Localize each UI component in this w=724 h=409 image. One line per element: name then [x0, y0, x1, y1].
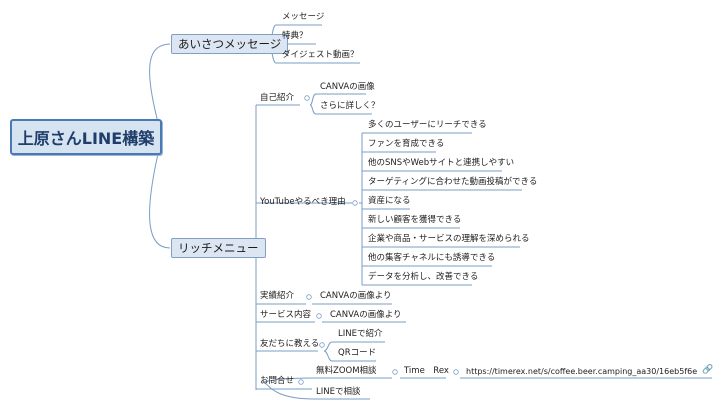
contact-zoom[interactable]: 無料ZOOM相談: [316, 366, 377, 376]
youtube-reason[interactable]: 多くのユーザーにリーチできる: [368, 120, 487, 130]
youtube-reason[interactable]: 企業や商品・サービスの理解を深められる: [368, 234, 530, 244]
greeting-child-message[interactable]: メッセージ: [282, 12, 325, 22]
greeting-topic[interactable]: あいさつメッセージ: [171, 34, 289, 54]
youtube-topic[interactable]: YouTubeやるべき理由: [260, 197, 346, 207]
youtube-reason[interactable]: 他のSNSやWebサイトと連携しやすい: [368, 158, 515, 168]
contact-timerex[interactable]: Time Rex: [404, 366, 449, 376]
friends-child-qr[interactable]: QRコード: [338, 348, 377, 358]
friends-topic[interactable]: 友だちに教える: [260, 339, 320, 349]
friends-child-line[interactable]: LINEで紹介: [338, 329, 383, 339]
contact-line[interactable]: LINEで相談: [316, 387, 361, 397]
intro-topic[interactable]: 自己紹介: [260, 93, 295, 103]
greeting-child-digest-video[interactable]: ダイジェスト動画？: [282, 50, 359, 60]
youtube-reason[interactable]: 新しい顧客を獲得できる: [368, 215, 462, 225]
hyperlink-icon[interactable]: 🔗: [702, 365, 714, 375]
youtube-reason[interactable]: ファンを育成できる: [368, 139, 445, 149]
youtube-reason[interactable]: データを分析し、改善できる: [368, 272, 479, 282]
root-topic[interactable]: 上原さんLINE構築: [10, 119, 162, 155]
results-child-canva[interactable]: CANVAの画像より: [320, 291, 392, 301]
services-topic[interactable]: サービス内容: [260, 310, 312, 320]
results-topic[interactable]: 実績紹介: [260, 291, 295, 301]
rich-menu-topic[interactable]: リッチメニュー: [171, 238, 266, 258]
contact-topic[interactable]: お問合せ: [260, 376, 295, 386]
youtube-reason[interactable]: ターゲティングに合わせた動画投稿ができる: [368, 177, 538, 187]
youtube-reason[interactable]: 資産になる: [368, 196, 411, 206]
services-child-canva[interactable]: CANVAの画像より: [330, 310, 402, 320]
connector-root-richmenu: [149, 136, 171, 249]
youtube-reason[interactable]: 他の集客チャネルにも誘導できる: [368, 253, 496, 263]
connector-root-greeting: [149, 43, 171, 138]
intro-child-canva[interactable]: CANVAの画像: [320, 82, 375, 92]
contact-timerex-url[interactable]: https://timerex.net/s/coffee.beer.campin…: [466, 367, 698, 376]
greeting-child-bonus[interactable]: 特典？: [282, 31, 308, 41]
intro-child-more[interactable]: さらに詳しく？: [320, 101, 380, 111]
